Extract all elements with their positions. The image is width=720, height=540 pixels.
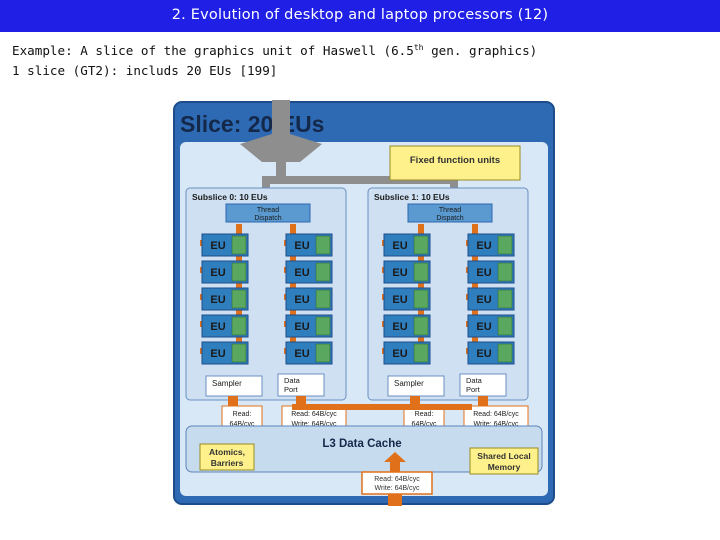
bottom-write: Write: 64B/cyc: [375, 485, 420, 492]
bottom-read: Read: 64B/cyc: [374, 476, 420, 483]
title-bar: 2. Evolution of desktop and laptop proce…: [0, 0, 720, 32]
subslice-1-data-port-line-2: Port: [466, 385, 481, 394]
subslice-0-eu-3-1-label: EU: [294, 321, 309, 333]
fixed-function-label: Fixed function units: [410, 155, 500, 166]
subslice-0-eu-4-1-cell: [315, 343, 331, 363]
subslice-0-thread-dispatch-line-2: Dispatch: [254, 215, 281, 222]
subslice-1-eu-0-1-cell: [497, 235, 513, 255]
subslice-1-label: Subslice 1: 10 EUs: [374, 192, 450, 202]
subslice-1-eu-2-0-cell: [413, 289, 429, 309]
subslice-0-eu-4-0-label: EU: [210, 348, 225, 360]
atomics-line-2: Barriers: [211, 458, 244, 468]
subslice-1-read-line-1: Read:: [415, 411, 434, 418]
subslice-1-eu-1-1-label: EU: [476, 267, 491, 279]
subslice-1-eu-4-1-cell: [497, 343, 513, 363]
subslice-0-data-port-line-1: Data: [284, 376, 301, 385]
caption-line-1-text: Example: A slice of the graphics unit of…: [12, 43, 414, 58]
subslice-1-eu-0-0-cell: [413, 235, 429, 255]
l3-label: L3 Data Cache: [322, 438, 401, 450]
shared-local-memory-box: [469, 447, 539, 475]
caption-line-1: Example: A slice of the graphics unit of…: [12, 43, 537, 58]
subslice-1-eu-1-0-label: EU: [392, 267, 407, 279]
subslice-0-eu-0-1-label: EU: [294, 240, 309, 252]
subslice-1-read-line-2: 64B/cyc: [412, 421, 437, 428]
subslice-1-rw-line-2: Write: 64B/cyc: [474, 421, 519, 428]
subslice-0-eu-1-1-label: EU: [294, 267, 309, 279]
atomics-box: [199, 443, 255, 471]
subslice-0-eu-0-0-label: EU: [210, 240, 225, 252]
subslice-0-eu-0-1-cell: [315, 235, 331, 255]
subslice-1-rw-line-1: Read: 64B/cyc: [473, 411, 519, 418]
input-arrow: [240, 100, 322, 162]
subslice-0-eu-2-1-cell: [315, 289, 331, 309]
atomics-line-1: Atomics,: [209, 447, 245, 457]
subslice-1-thread-dispatch-line-2: Dispatch: [436, 215, 463, 222]
subslice-0-eu-2-0-label: EU: [210, 294, 225, 306]
bus-drop-1: [450, 176, 458, 198]
subslice-1-eu-0-1-label: EU: [476, 240, 491, 252]
shared-local-line-2: Memory: [488, 462, 521, 472]
subslice-1-eu-0-0-label: EU: [392, 240, 407, 252]
page-title: 2. Evolution of desktop and laptop proce…: [171, 7, 549, 23]
bottom-arrow-head: [384, 452, 406, 462]
subslice-0-eu-1-0-label: EU: [210, 267, 225, 279]
subslice-0-rw-line-1: Read: 64B/cyc: [291, 411, 337, 418]
subslice-1-eu-4-0-label: EU: [392, 348, 407, 360]
subslice-0-thread-dispatch-line-1: Thread: [257, 207, 279, 214]
subslice-0-eu-3-0-cell: [231, 316, 247, 336]
input-arrow-stem: [276, 162, 286, 176]
subslice-1-eu-4-0-cell: [413, 343, 429, 363]
subslice-0-read-line-1: Read:: [233, 411, 252, 418]
distribution-bus: [266, 176, 458, 184]
subslice-0-data-port-line-2: Port: [284, 385, 299, 394]
subslice-0-eu-4-0-cell: [231, 343, 247, 363]
subslice-1-data-port-line-1: Data: [466, 376, 483, 385]
subslice-1-eu-3-0-label: EU: [392, 321, 407, 333]
subslice-0-thread-dispatch: [225, 203, 311, 223]
subslice-0-eu-1-0-cell: [231, 262, 247, 282]
subslice-0-eu-3-0-label: EU: [210, 321, 225, 333]
subslice-1-eu-3-1-cell: [497, 316, 513, 336]
subslice-0-read-line-2: 64B/cyc: [230, 421, 255, 428]
slice-title: Slice: 20 EUs: [180, 111, 324, 137]
haswell-slice-diagram: Slice: 20 EUs Fixed function units Subsl…: [173, 100, 555, 506]
caption-line-1-suffix: gen. graphics): [423, 43, 538, 58]
caption-superscript: th: [413, 43, 424, 52]
subslice-1-thread-dispatch-line-1: Thread: [439, 207, 461, 214]
subslice-0-eu-4-1-label: EU: [294, 348, 309, 360]
shared-local-line-1: Shared Local: [477, 451, 530, 461]
l3-connector: [292, 404, 472, 410]
subslice-0-eu-3-1-cell: [315, 316, 331, 336]
subslice-1-eu-2-1-cell: [497, 289, 513, 309]
bottom-arrow-tail: [388, 494, 402, 506]
subslice-1-eu-2-1-label: EU: [476, 294, 491, 306]
bus-drop-0: [262, 176, 270, 198]
subslice-1-thread-dispatch: [407, 203, 493, 223]
subslice-0-eu-2-0-cell: [231, 289, 247, 309]
subslice-1-eu-1-1-cell: [497, 262, 513, 282]
subslice-0-label: Subslice 0: 10 EUs: [192, 192, 268, 202]
subslice-0-rw-line-2: Write: 64B/cyc: [292, 421, 337, 428]
bottom-arrow-stem: [390, 460, 400, 476]
caption-line-2: 1 slice (GT2): includs 20 EUs [199]: [12, 63, 278, 78]
subslice-1-eu-2-0-label: EU: [392, 294, 407, 306]
subslice-0-eu-2-1-label: EU: [294, 294, 309, 306]
subslice-0-eu-1-1-cell: [315, 262, 331, 282]
subslice-1-eu-3-0-cell: [413, 316, 429, 336]
subslice-0-sampler-label: Sampler: [212, 379, 242, 388]
subslice-1-eu-4-1-label: EU: [476, 348, 491, 360]
subslice-1-sampler-label: Sampler: [394, 379, 424, 388]
subslice-1-eu-1-0-cell: [413, 262, 429, 282]
fixed-function-box: [389, 145, 521, 181]
subslice-0-eu-0-0-cell: [231, 235, 247, 255]
subslice-1-eu-3-1-label: EU: [476, 321, 491, 333]
